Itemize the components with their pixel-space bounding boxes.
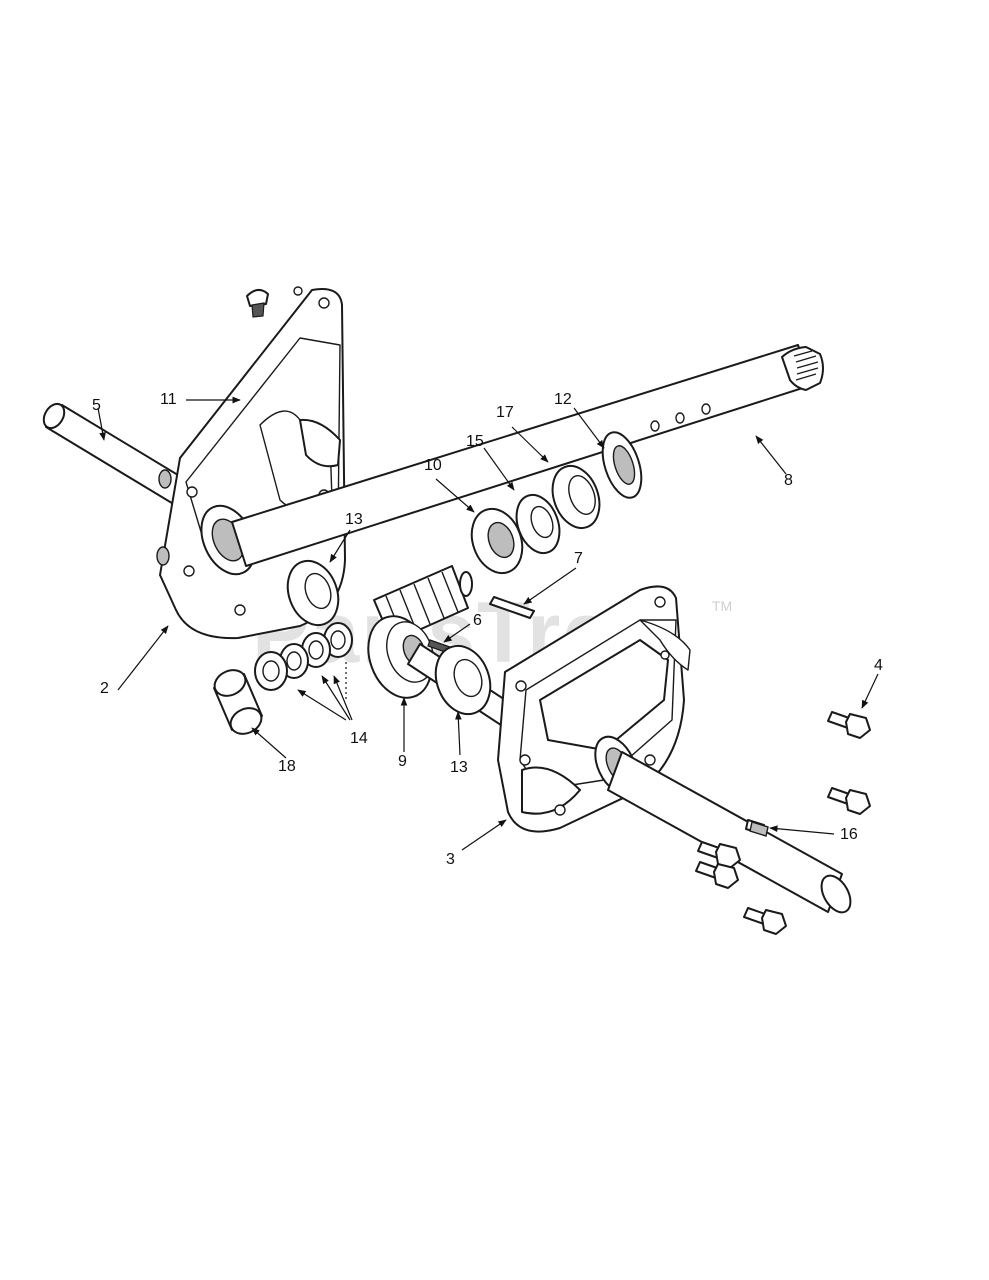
hex-bolt-4a [827, 711, 871, 739]
hex-bolt-4c [697, 841, 741, 869]
thrust-washer-17 [551, 465, 601, 529]
pin-7 [489, 596, 535, 619]
callout-13-top: 13 [345, 511, 363, 528]
callout-11: 11 [160, 391, 177, 408]
bushing-18 [213, 669, 263, 735]
callout-14: 14 [350, 730, 368, 747]
leader-lines [97, 396, 879, 851]
callout-13-bottom: 13 [450, 759, 468, 776]
callout-4: 4 [874, 657, 883, 674]
callout-15: 15 [466, 433, 484, 450]
callout-18: 18 [278, 758, 296, 775]
callout-3: 3 [446, 851, 455, 868]
worm-shaft [231, 344, 824, 567]
callout-7: 7 [574, 550, 583, 567]
axle-shaft-right [607, 751, 852, 914]
watermark-trademark: TM [712, 598, 733, 614]
collar-13-top [286, 559, 340, 627]
spacer-15 [515, 493, 561, 555]
hex-bolt-4b [827, 787, 871, 815]
shaft-bearing-12 [601, 431, 643, 499]
callout-9: 9 [398, 753, 407, 770]
collar-13-bottom [434, 644, 492, 716]
callout-8: 8 [784, 472, 793, 489]
hex-bolt-4e [743, 907, 787, 935]
callout-16: 16 [840, 826, 858, 843]
callout-6: 6 [473, 612, 482, 629]
shim-washers-14 [254, 622, 353, 691]
fitting-16 [745, 819, 769, 837]
thrust-bearing-10 [470, 507, 524, 575]
grease-fitting-11 [246, 289, 269, 318]
hex-bolt-4d [695, 861, 739, 889]
callout-17: 17 [496, 404, 514, 421]
callout-10: 10 [424, 457, 442, 474]
callout-12: 12 [554, 391, 572, 408]
callout-5: 5 [92, 397, 101, 414]
callout-2: 2 [100, 680, 109, 697]
